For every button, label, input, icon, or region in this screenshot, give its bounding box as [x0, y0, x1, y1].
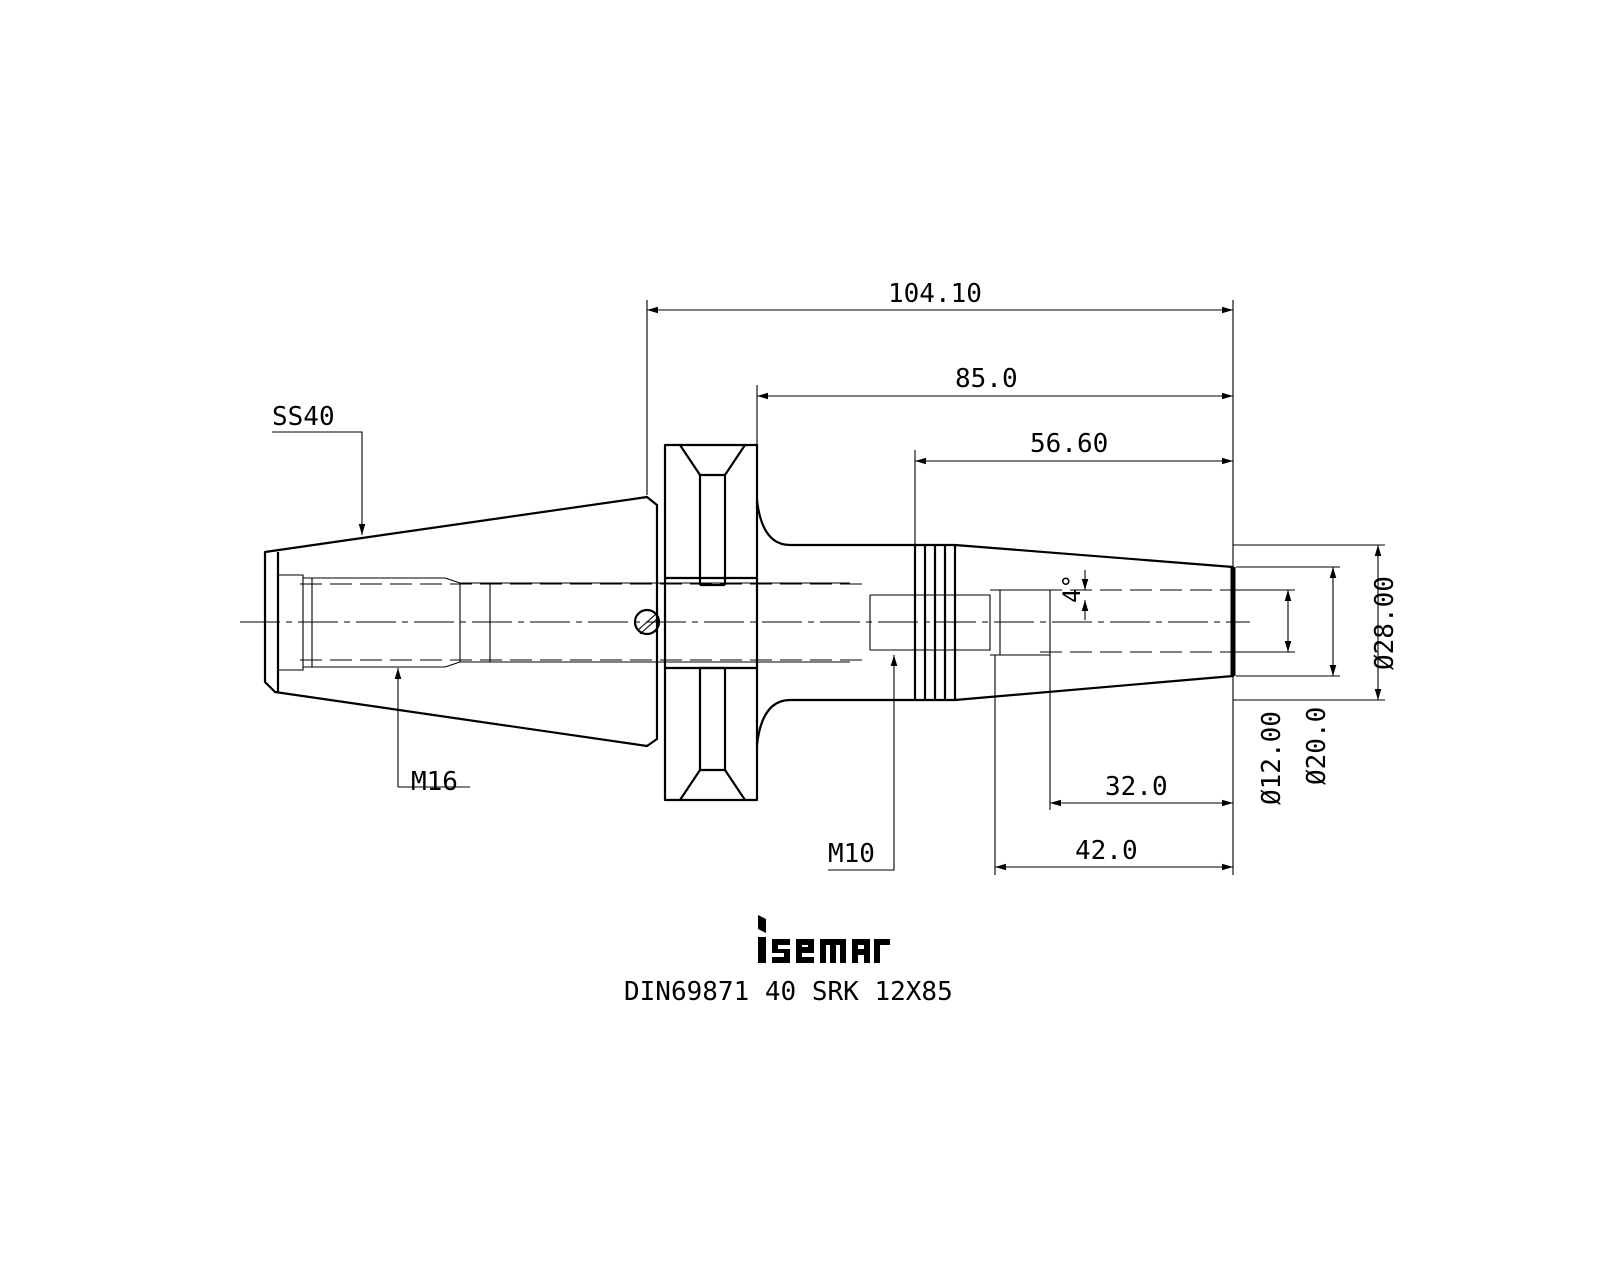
title-block: DIN69871 40 SRK 12X85	[624, 915, 953, 1007]
callout-taper-type: SS40	[272, 402, 335, 432]
leader-lines	[272, 431, 898, 871]
dim-diameter-20: Ø20.0	[1302, 707, 1332, 785]
dim-length-42: 42.0	[1075, 836, 1138, 866]
dimension-labels: 104.10 85.0 56.60 32.0 42.0 Ø28.00 Ø12.0…	[888, 279, 1400, 866]
dim-length-32: 32.0	[1105, 772, 1168, 802]
part-designation: DIN69871 40 SRK 12X85	[624, 977, 953, 1007]
orientation-hole-icon	[633, 608, 661, 636]
dim-diameter-28: Ø28.00	[1370, 576, 1400, 670]
dim-gauge-to-tip: 85.0	[955, 364, 1018, 394]
callout-front-thread: M10	[828, 839, 875, 869]
dim-taper-angle: 4°	[1058, 574, 1086, 603]
callout-labels: SS40 M16 M10	[272, 402, 875, 869]
dim-diameter-12: Ø12.00	[1257, 711, 1287, 805]
dimension-lines	[647, 306, 1382, 871]
callout-rear-thread: M16	[411, 767, 458, 797]
flange	[633, 443, 759, 802]
taper-shank	[263, 495, 850, 748]
dim-overall-length: 104.10	[888, 279, 982, 309]
centerlines	[240, 583, 1295, 661]
brand-logo-icon	[758, 915, 890, 963]
dim-nose-length: 56.60	[1030, 429, 1108, 459]
